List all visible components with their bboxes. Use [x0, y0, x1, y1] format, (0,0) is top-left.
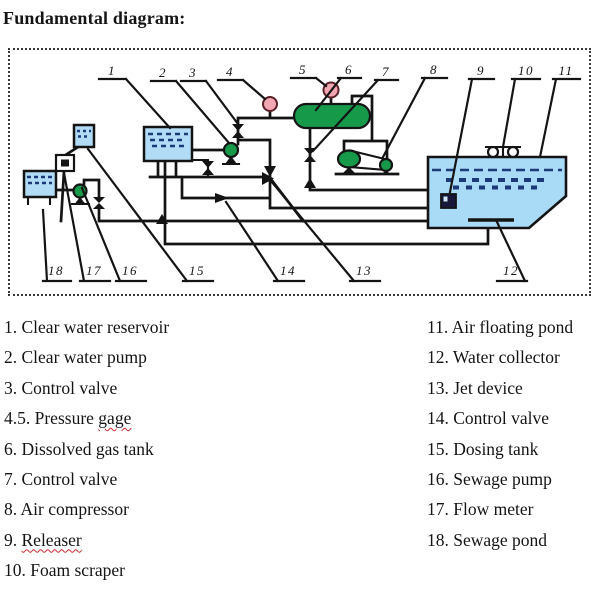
svg-text:16: 16 [122, 263, 138, 278]
legend-item: 13. Jet device [427, 377, 523, 398]
svg-text:6: 6 [345, 62, 353, 77]
legend-item: 16. Sewage pump [427, 468, 552, 489]
legend-item: 2. Clear water pump [4, 347, 147, 368]
clear-water-reservoir [142, 125, 194, 163]
svg-text:17: 17 [86, 263, 102, 278]
releaser [440, 193, 457, 209]
legend-list-left: 1. Clear water reservoir 2. Clear water … [4, 312, 169, 586]
flow-meter [54, 153, 76, 173]
legend-list-right: 11. Air floating pond 12. Water collecto… [427, 312, 573, 555]
legend-item: 15. Dosing tank [427, 438, 539, 459]
callout-14: 14 [224, 200, 306, 283]
svg-text:18: 18 [48, 263, 64, 278]
callout-3: 3 [179, 65, 240, 126]
callout-13: 13 [269, 179, 382, 283]
sewage-pond [22, 169, 58, 206]
svg-text:1: 1 [108, 63, 116, 78]
callout-7: 7 [311, 64, 400, 153]
diagram-box: 1 2 3 4 5 6 7 8 9 10 11 12 13 14 15 16 1… [8, 48, 591, 296]
svg-text:8: 8 [430, 62, 438, 77]
legend-item: 11. Air floating pond [427, 317, 574, 337]
pressure-gage-4 [262, 96, 278, 112]
legend-item: 7. Control valve [4, 468, 118, 489]
callout-4: 4 [216, 64, 267, 101]
callout-12: 12 [495, 220, 529, 283]
dissolved-gas-tank [292, 102, 372, 130]
control-valve-14 [215, 193, 229, 203]
page-title: Fundamental diagram: [3, 8, 186, 28]
legend-left-column: 1. Clear water reservoir 2. Clear water … [4, 312, 169, 586]
legend-item: 4.5. Pressure gage [4, 408, 132, 429]
svg-text:11: 11 [558, 63, 573, 78]
callout-10: 10 [501, 63, 542, 149]
callout-1: 1 [97, 63, 172, 130]
callout-16: 16 [80, 186, 148, 283]
svg-text:2: 2 [159, 65, 167, 80]
legend-item: 10. Foam scraper [4, 560, 126, 581]
legend-item: 9. Releaser [4, 529, 82, 550]
piping [54, 94, 490, 246]
callout-9: 9 [448, 63, 496, 194]
svg-text:3: 3 [188, 65, 197, 80]
svg-text:7: 7 [382, 64, 390, 79]
svg-text:10: 10 [518, 63, 534, 78]
sewage-pump [70, 183, 105, 209]
clear-water-pump [221, 141, 241, 166]
air-floating-pond [426, 155, 568, 230]
callout-17: 17 [62, 171, 112, 283]
svg-text:12: 12 [503, 263, 519, 278]
valve [190, 158, 214, 179]
flow-diagram: 1 2 3 4 5 6 7 8 9 10 11 12 13 14 15 16 1… [22, 62, 582, 283]
callout-15: 15 [86, 147, 215, 283]
legend-item: 14. Control valve [427, 408, 549, 429]
air-compressor [334, 149, 400, 176]
flow-arrow [264, 166, 276, 177]
callout-8: 8 [381, 62, 449, 159]
legend-item: 12. Water collector [427, 347, 560, 368]
legend-item: 8. Air compressor [4, 499, 129, 520]
svg-text:9: 9 [477, 63, 485, 78]
foam-scraper [484, 145, 522, 159]
svg-text:15: 15 [189, 263, 205, 278]
callout-18: 18 [41, 208, 73, 283]
legend-item: 17. Flow meter [427, 499, 534, 520]
legend-item: 6. Dissolved gas tank [4, 438, 154, 459]
svg-text:5: 5 [299, 62, 307, 77]
legend-item: 1. Clear water reservoir [4, 317, 170, 337]
callout-11: 11 [538, 63, 582, 159]
callout-2: 2 [149, 65, 231, 145]
legend-right-column: 11. Air floating pond 12. Water collecto… [427, 312, 573, 555]
flow-arrow [304, 178, 316, 188]
svg-text:13: 13 [356, 263, 372, 278]
control-valve-3 [232, 124, 244, 138]
dosing-tank [72, 123, 96, 149]
callout-6: 6 [314, 62, 363, 112]
legend-item: 3. Control valve [4, 377, 118, 398]
callout-5: 5 [289, 62, 328, 88]
flow-arrow [156, 214, 168, 224]
svg-text:14: 14 [280, 263, 296, 278]
legend-item: 18. Sewage pond [427, 529, 548, 550]
svg-text:4: 4 [226, 64, 234, 79]
